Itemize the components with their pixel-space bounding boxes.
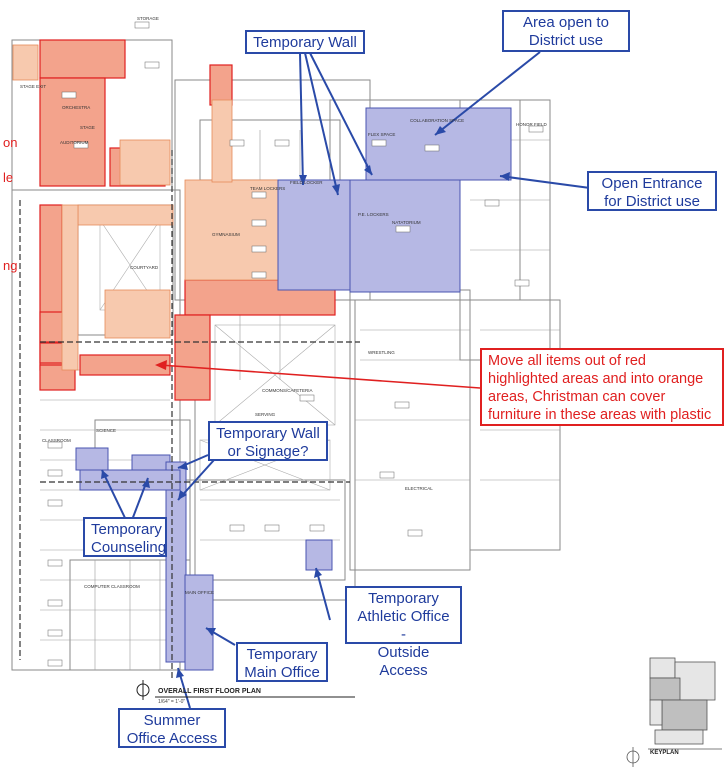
room-label: COLLABORATION SPACE — [410, 118, 465, 123]
room-label: NATATORIUM — [392, 220, 421, 225]
room-label: STORAGE — [137, 16, 159, 21]
temporary-counseling-callout: Temporary Counseling — [83, 517, 167, 557]
room-label: P.E. LOCKERS — [358, 212, 389, 217]
room-label: CLASSROOM — [42, 438, 71, 443]
room-label: WRESTLING — [368, 350, 395, 355]
plan-title: OVERALL FIRST FLOOR PLAN — [158, 688, 261, 695]
open-entrance-callout: Open Entrance for District use — [587, 171, 717, 211]
area-open-callout: Area open to District use — [502, 10, 630, 52]
blue-highlighted-areas — [75, 107, 512, 671]
room-label: STAGE — [80, 125, 95, 130]
room-label: COMMONS/CAFETERIA — [262, 388, 313, 393]
arrow-heads — [101, 126, 510, 678]
temporary-wall-callout: Temporary Wall — [245, 30, 365, 54]
move-items-callout: Move all items out of red highlighted ar… — [480, 348, 724, 426]
keyplan-label: KEYPLAN — [650, 750, 679, 756]
plan-scale: 1/64" = 1'-0" — [158, 699, 186, 705]
cutoff-text-1: on — [3, 135, 18, 150]
temporary-wall-signage-callout: Temporary Wall or Signage? — [208, 421, 328, 461]
north-arrow — [136, 680, 355, 700]
room-label: AUDITORIUM — [60, 140, 89, 145]
blue-pointer-arrows — [101, 51, 591, 709]
room-label: GYMNASIUM — [212, 232, 240, 237]
keyplan-diagram — [626, 657, 722, 767]
room-label: TEAM LOCKERS — [250, 186, 286, 191]
room-label: ELECTRICAL — [405, 486, 433, 491]
room-label: FLEX SPACE — [368, 132, 396, 137]
room-label: COURTYARD — [130, 265, 159, 270]
cutoff-text-2: le — [3, 170, 14, 185]
summer-office-access-callout: Summer Office Access — [118, 708, 226, 748]
room-label: SCIENCE — [96, 428, 117, 433]
room-label: SERVING — [255, 412, 276, 417]
room-label: COMPUTER CLASSROOM — [84, 584, 140, 589]
cutoff-text-3: ng — [3, 258, 18, 273]
temporary-main-office-callout: Temporary Main Office — [236, 642, 328, 682]
room-label: STAGE EXIT — [20, 84, 47, 89]
room-label: HONOR FIELD — [516, 122, 547, 127]
temporary-athletic-office-callout: Temporary Athletic Office - Outside Acce… — [345, 586, 462, 679]
room-label: FIELD LOCKER — [290, 180, 323, 185]
red-pointer-arrow — [155, 360, 481, 389]
room-label: MAIN OFFICE — [185, 590, 214, 595]
room-label: ORCHESTRA — [62, 105, 91, 110]
room-tags — [47, 21, 544, 667]
